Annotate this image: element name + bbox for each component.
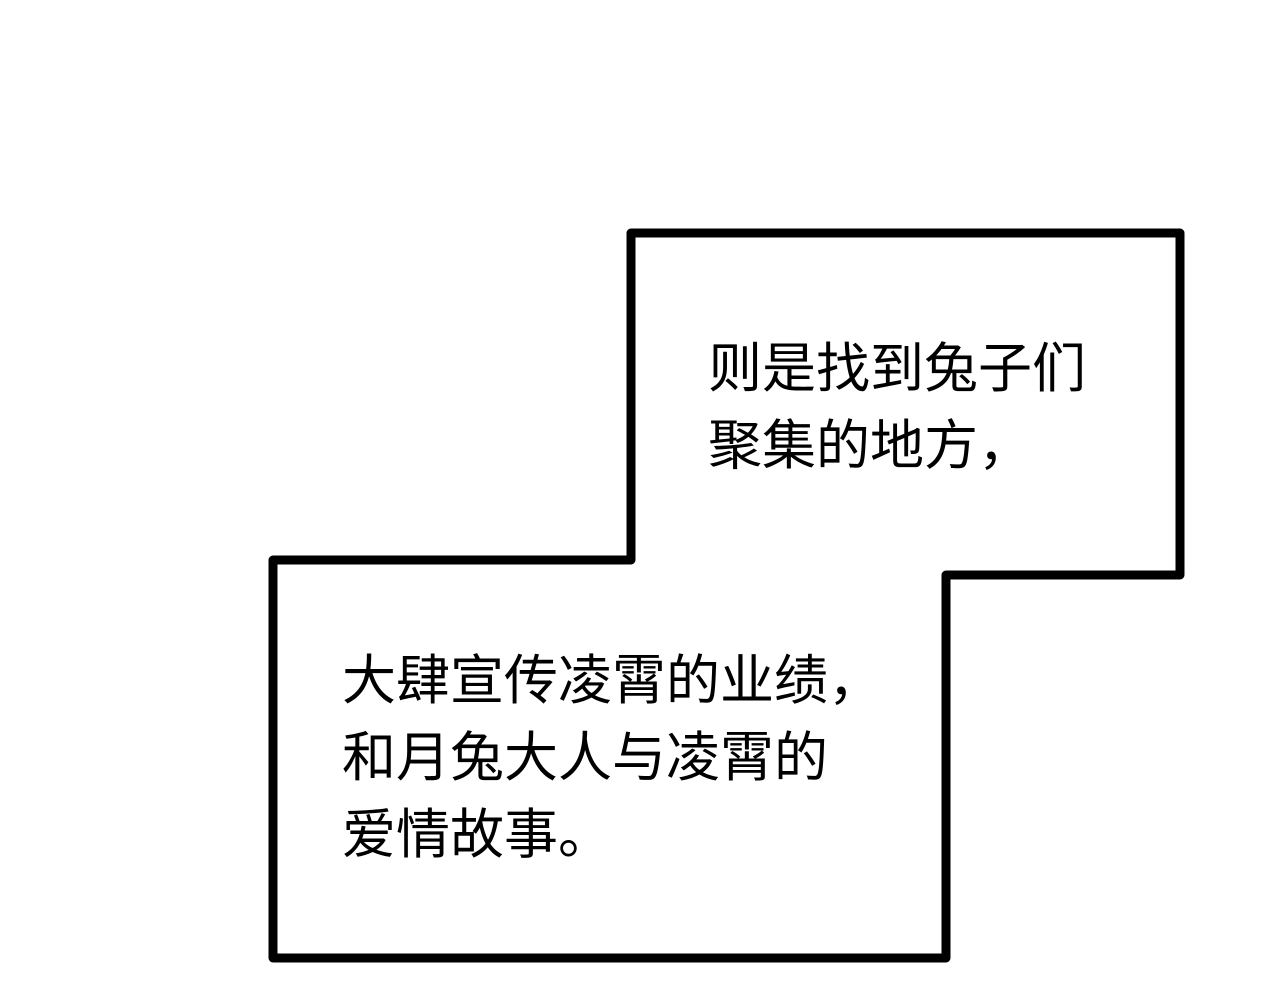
caption-top: 则是找到兔子们 聚集的地方， — [708, 330, 1086, 484]
caption-line: 聚集的地方， — [708, 414, 1032, 477]
caption-line: 爱情故事。 — [342, 803, 612, 866]
caption-line: 大肆宣传凌霄的业绩， — [342, 649, 882, 712]
caption-bottom: 大肆宣传凌霄的业绩， 和月兔大人与凌霄的 爱情故事。 — [342, 642, 882, 873]
caption-line: 和月兔大人与凌霄的 — [342, 726, 828, 789]
caption-line: 则是找到兔子们 — [708, 337, 1086, 400]
